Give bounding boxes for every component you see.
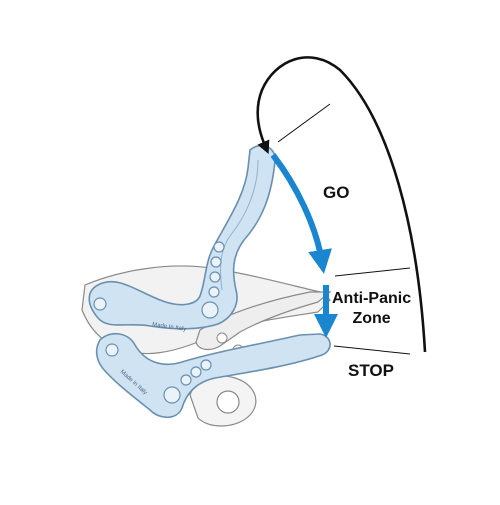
go-zone-top-line xyxy=(277,103,331,143)
anti-panic-bottom-line xyxy=(333,345,411,355)
go-label: GO xyxy=(323,183,350,202)
return-arc-arrow xyxy=(256,56,427,353)
go-arrow xyxy=(270,153,332,274)
anti-panic-label-line2: Zone xyxy=(352,310,391,327)
anti-panic-top-line xyxy=(334,267,411,277)
stop-label: STOP xyxy=(348,361,394,380)
anti-panic-label-line1: Anti-Panic xyxy=(332,290,412,307)
anti-panic-zone-label: Anti-Panic Zone xyxy=(332,289,411,329)
handle-go-position: Made In Italy xyxy=(88,144,276,333)
handle-engraving: Made In Italy xyxy=(152,322,187,333)
handle-stop-position: Made in Italy xyxy=(95,332,331,419)
